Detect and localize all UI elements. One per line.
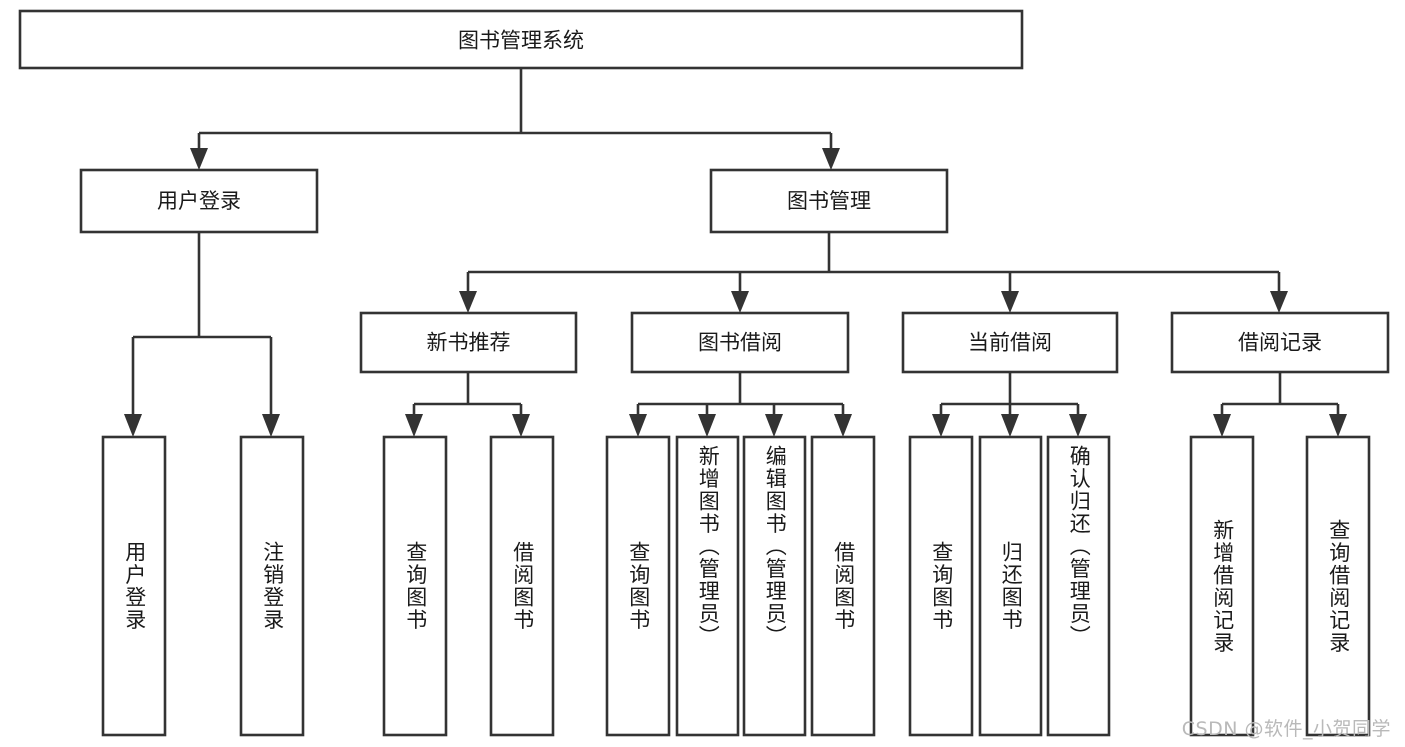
node-book-management-label: 图书管理 [787, 189, 871, 213]
leaf-user-login-box[interactable] [101, 435, 167, 737]
arrow-head-leaf-logout-login [262, 414, 280, 437]
connector-root-to-level2 [190, 68, 840, 170]
node-new-book-recommend[interactable]: 新书推荐 [359, 311, 578, 374]
arrow-head-book-management [822, 148, 840, 170]
leaf-boxes [101, 435, 1371, 737]
node-root-box [18, 9, 1024, 70]
arrow-head-leaf-user-login [124, 414, 142, 437]
node-book-borrow[interactable]: 图书借阅 [630, 311, 850, 374]
leaf-add-book-box[interactable] [675, 435, 740, 737]
arrow-head-leaf-query-record [1329, 414, 1347, 437]
node-borrow-record-label: 借阅记录 [1238, 331, 1322, 355]
node-root-label: 图书管理系统 [458, 29, 584, 53]
leaf-query-book-1-box[interactable] [382, 435, 448, 737]
arrow-head-leaf-add-book [698, 414, 716, 437]
leaf-logout-login-box[interactable] [239, 435, 305, 737]
arrow-head-current-borrow [1001, 291, 1019, 313]
leaf-confirm-return-box[interactable] [1046, 435, 1111, 737]
arrow-head-new-book-recommend [459, 291, 477, 313]
node-user-login-box [79, 168, 319, 234]
arrow-head-leaf-return-book [1001, 414, 1019, 437]
connector-book-borrow-to-leaves [629, 372, 852, 437]
connector-current-borrow-to-leaves [932, 372, 1087, 437]
leaf-borrow-book-2-box[interactable] [810, 435, 876, 737]
leaf-edit-book-box[interactable] [742, 435, 807, 737]
leaf-query-book-2-box[interactable] [605, 435, 671, 737]
arrow-head-user-login [190, 148, 208, 170]
node-book-management[interactable]: 图书管理 [709, 168, 949, 234]
arrow-head-leaf-edit-book [765, 414, 783, 437]
node-new-book-recommend-label: 新书推荐 [427, 331, 511, 355]
arrow-head-leaf-query-book-2 [629, 414, 647, 437]
leaf-query-book-3-box[interactable] [908, 435, 974, 737]
arrow-head-leaf-query-book-1 [405, 414, 423, 437]
node-new-book-recommend-box [359, 311, 578, 374]
arrow-head-leaf-borrow-book-2 [834, 414, 852, 437]
arrow-head-leaf-borrow-book-1 [512, 414, 530, 437]
connector-book-management-to-level3 [459, 232, 1288, 313]
leaf-query-record-box[interactable] [1305, 435, 1371, 737]
leaf-borrow-book-1-box[interactable] [489, 435, 555, 737]
arrow-head-book-borrow [731, 291, 749, 313]
node-user-login[interactable]: 用户登录 [79, 168, 319, 234]
node-root[interactable]: 图书管理系统 [18, 9, 1024, 70]
arrow-head-borrow-record [1270, 291, 1288, 313]
connector-user-login-to-leaves [124, 232, 280, 437]
leaf-add-record-box[interactable] [1189, 435, 1255, 737]
arrow-head-leaf-confirm-return [1069, 414, 1087, 437]
node-book-borrow-label: 图书借阅 [698, 331, 782, 355]
arrow-head-leaf-add-record [1213, 414, 1231, 437]
connector-new-book-recommend-to-leaves [405, 372, 530, 437]
watermark-text: CSDN @软件_小贺同学 [1181, 718, 1391, 740]
arrow-head-leaf-query-book-3 [932, 414, 950, 437]
node-current-borrow-label: 当前借阅 [968, 331, 1052, 355]
node-user-login-label: 用户登录 [157, 189, 241, 213]
node-borrow-record[interactable]: 借阅记录 [1170, 311, 1390, 374]
leaf-return-book-box[interactable] [978, 435, 1043, 737]
connector-borrow-record-to-leaves [1213, 372, 1347, 437]
node-current-borrow[interactable]: 当前借阅 [901, 311, 1119, 374]
node-current-borrow-box [901, 311, 1119, 374]
